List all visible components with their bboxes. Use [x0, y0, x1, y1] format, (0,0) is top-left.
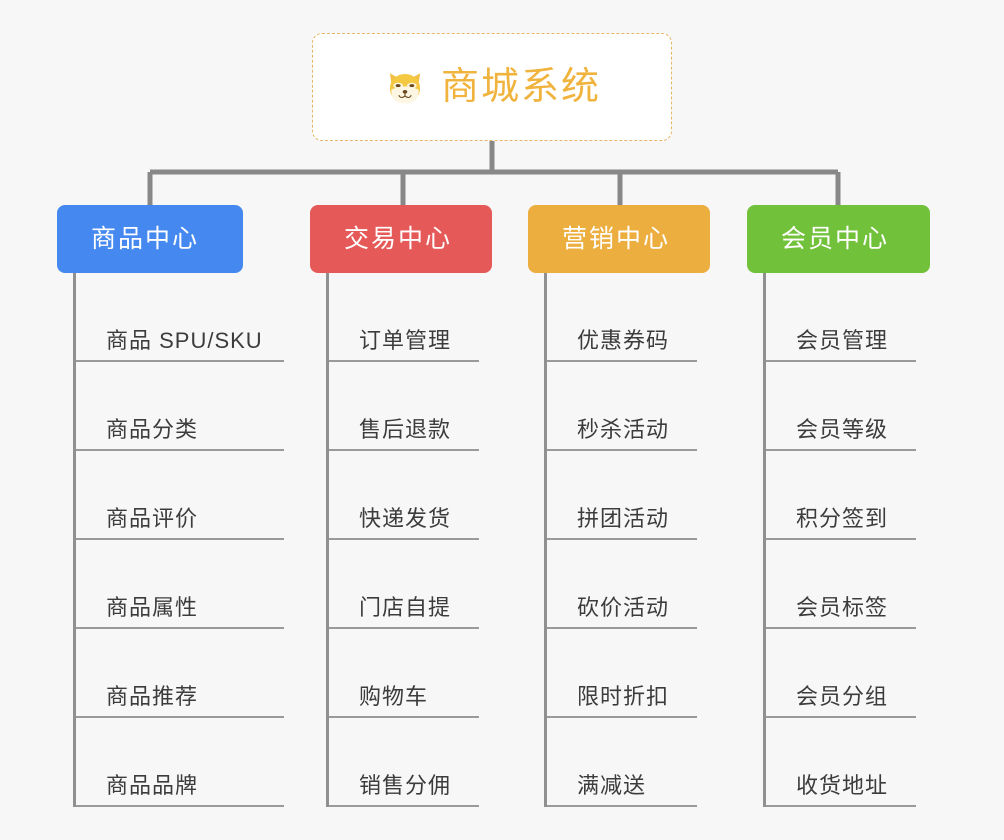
root-node[interactable]: 商城系统 — [312, 33, 672, 141]
leaf-label: 售后退款 — [359, 417, 452, 442]
leaf-underline — [76, 627, 284, 629]
leaf-item[interactable]: 会员标签 — [766, 540, 930, 629]
leaf-underline — [766, 805, 916, 807]
leaf-item[interactable]: 商品分类 — [76, 362, 284, 451]
leaf-item[interactable]: 会员管理 — [766, 273, 930, 362]
leaf-label: 商品分类 — [106, 417, 199, 442]
leaf-underline — [547, 627, 697, 629]
leaf-list-2: 优惠券码 秒杀活动 拼团活动 砍价活动 限时折扣 满减送 — [544, 273, 710, 807]
leaf-item[interactable]: 优惠券码 — [547, 273, 710, 362]
leaf-underline — [766, 449, 916, 451]
branch-column-0: 商品中心 商品 SPU/SKU 商品分类 商品评价 商品属性 商品推荐 — [57, 205, 284, 807]
branch-column-2: 营销中心 优惠券码 秒杀活动 拼团活动 砍价活动 限时折扣 — [528, 205, 710, 807]
root-title: 商城系统 — [440, 66, 601, 108]
leaf-label: 商品 SPU/SKU — [106, 328, 263, 353]
leaf-label: 优惠券码 — [577, 328, 670, 353]
leaf-item[interactable]: 订单管理 — [329, 273, 492, 362]
leaf-label: 商品评价 — [106, 506, 199, 531]
leaf-list-1: 订单管理 售后退款 快递发货 门店自提 购物车 销售分佣 — [326, 273, 492, 807]
leaf-underline — [76, 716, 284, 718]
leaf-label: 会员等级 — [796, 417, 889, 442]
leaf-item[interactable]: 秒杀活动 — [547, 362, 710, 451]
leaf-underline — [547, 360, 697, 362]
leaf-item[interactable]: 售后退款 — [329, 362, 492, 451]
leaf-underline — [329, 538, 479, 540]
leaf-underline — [766, 360, 916, 362]
branch-column-3: 会员中心 会员管理 会员等级 积分签到 会员标签 会员分组 — [747, 205, 930, 807]
leaf-label: 限时折扣 — [577, 684, 670, 709]
leaf-underline — [76, 805, 284, 807]
leaf-item[interactable]: 收货地址 — [766, 718, 930, 807]
category-box-0[interactable]: 商品中心 — [57, 205, 243, 273]
leaf-label: 拼团活动 — [577, 506, 670, 531]
category-box-3[interactable]: 会员中心 — [747, 205, 930, 273]
leaf-item[interactable]: 积分签到 — [766, 451, 930, 540]
leaf-item[interactable]: 快递发货 — [329, 451, 492, 540]
leaf-label: 满减送 — [577, 773, 647, 798]
leaf-item[interactable]: 商品 SPU/SKU — [76, 273, 284, 362]
category-label-2: 营销中心 — [562, 224, 671, 253]
leaf-underline — [547, 538, 697, 540]
leaf-underline — [329, 449, 479, 451]
branch-column-1: 交易中心 订单管理 售后退款 快递发货 门店自提 购物车 — [310, 205, 492, 807]
leaf-label: 会员管理 — [796, 328, 889, 353]
leaf-underline — [766, 627, 916, 629]
leaf-label: 商品属性 — [106, 595, 199, 620]
leaf-list-3: 会员管理 会员等级 积分签到 会员标签 会员分组 收货地址 — [763, 273, 930, 807]
leaf-underline — [329, 805, 479, 807]
leaf-label: 商品推荐 — [106, 684, 199, 709]
leaf-underline — [766, 716, 916, 718]
leaf-item[interactable]: 满减送 — [547, 718, 710, 807]
leaf-label: 快递发货 — [359, 506, 452, 531]
leaf-label: 砍价活动 — [577, 595, 670, 620]
leaf-underline — [547, 716, 697, 718]
category-box-2[interactable]: 营销中心 — [528, 205, 710, 273]
category-label-1: 交易中心 — [344, 224, 453, 253]
shiba-dog-face-icon — [389, 73, 421, 104]
leaf-label: 购物车 — [359, 684, 429, 709]
category-box-1[interactable]: 交易中心 — [310, 205, 492, 273]
leaf-item[interactable]: 购物车 — [329, 629, 492, 718]
leaf-item[interactable]: 砍价活动 — [547, 540, 710, 629]
leaf-underline — [547, 449, 697, 451]
leaf-item[interactable]: 商品推荐 — [76, 629, 284, 718]
leaf-list-0: 商品 SPU/SKU 商品分类 商品评价 商品属性 商品推荐 商品品牌 — [73, 273, 284, 807]
leaf-label: 积分签到 — [796, 506, 889, 531]
leaf-label: 门店自提 — [359, 595, 452, 620]
leaf-underline — [76, 449, 284, 451]
leaf-label: 收货地址 — [796, 773, 889, 798]
category-label-3: 会员中心 — [781, 224, 890, 253]
leaf-label: 会员标签 — [796, 595, 889, 620]
leaf-label: 商品品牌 — [106, 773, 199, 798]
leaf-underline — [76, 360, 284, 362]
leaf-item[interactable]: 商品品牌 — [76, 718, 284, 807]
leaf-label: 秒杀活动 — [577, 417, 670, 442]
leaf-item[interactable]: 限时折扣 — [547, 629, 710, 718]
leaf-item[interactable]: 商品评价 — [76, 451, 284, 540]
category-label-0: 商品中心 — [91, 224, 200, 253]
leaf-underline — [766, 538, 916, 540]
leaf-underline — [329, 627, 479, 629]
leaf-item[interactable]: 门店自提 — [329, 540, 492, 629]
leaf-item[interactable]: 商品属性 — [76, 540, 284, 629]
leaf-underline — [547, 805, 697, 807]
leaf-label: 销售分佣 — [359, 773, 452, 798]
leaf-label: 会员分组 — [796, 684, 889, 709]
leaf-underline — [76, 538, 284, 540]
leaf-underline — [329, 360, 479, 362]
leaf-item[interactable]: 拼团活动 — [547, 451, 710, 540]
leaf-label: 订单管理 — [359, 328, 452, 353]
leaf-item[interactable]: 销售分佣 — [329, 718, 492, 807]
leaf-item[interactable]: 会员分组 — [766, 629, 930, 718]
leaf-underline — [329, 716, 479, 718]
leaf-item[interactable]: 会员等级 — [766, 362, 930, 451]
